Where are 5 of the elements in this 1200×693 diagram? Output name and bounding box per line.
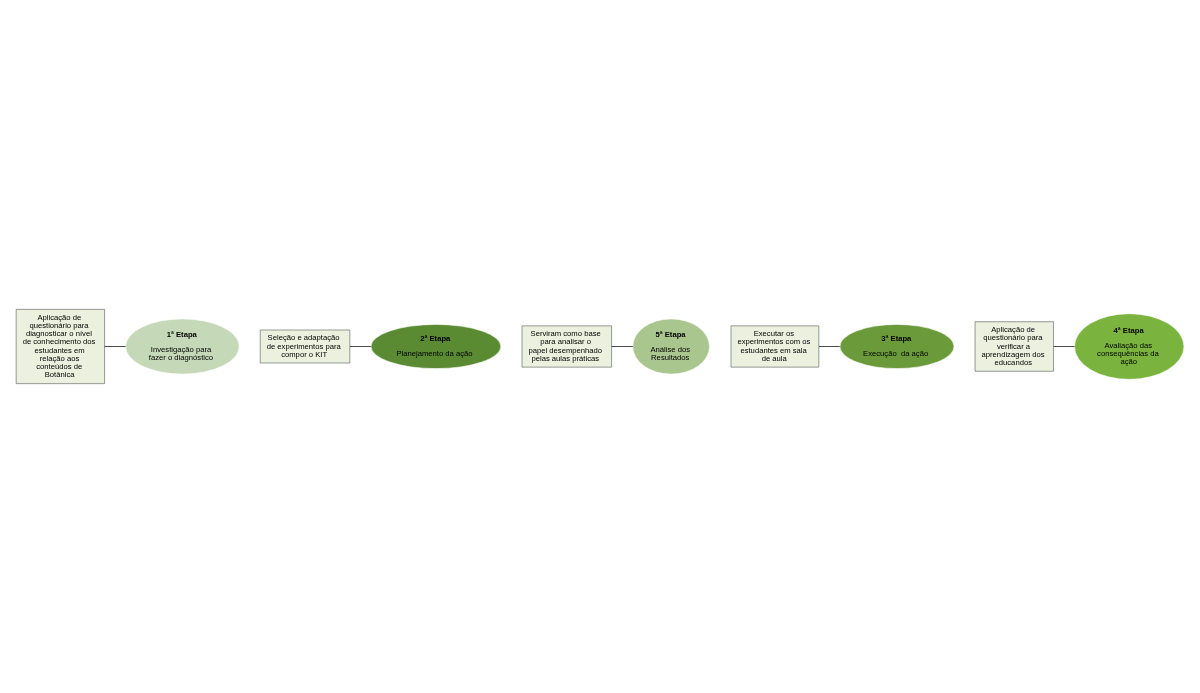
connector: [818, 346, 841, 347]
connector: [349, 346, 372, 347]
connector: [1053, 346, 1075, 347]
connector: [611, 346, 634, 347]
connector: [104, 346, 126, 347]
